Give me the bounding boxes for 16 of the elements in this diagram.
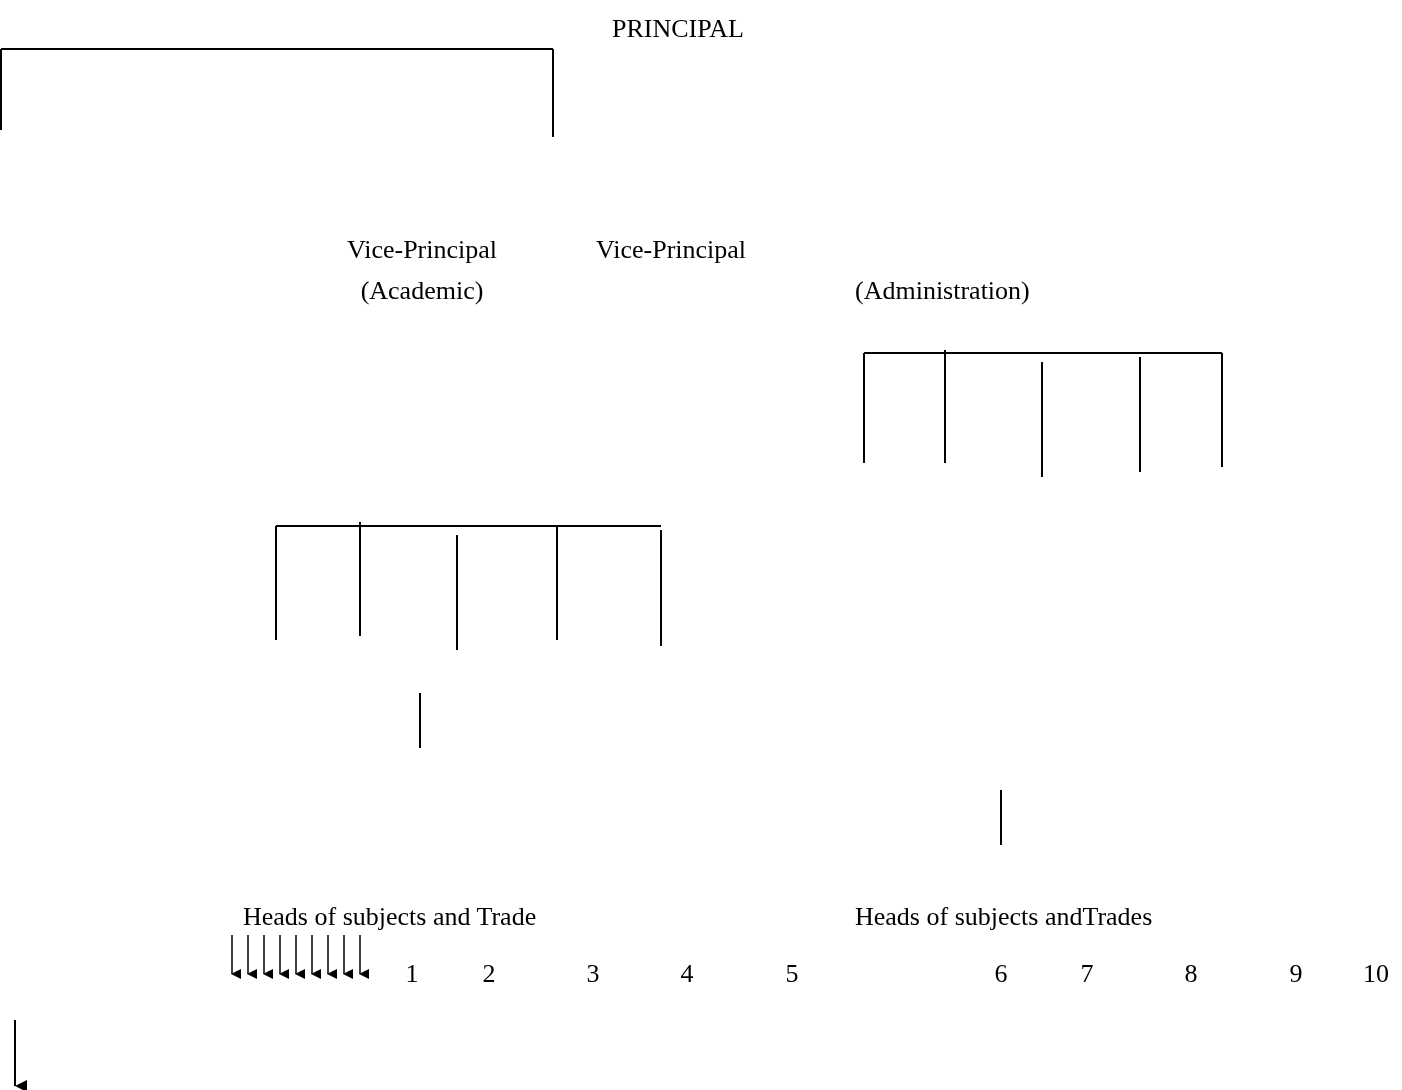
number-label: 7 <box>1080 958 1094 990</box>
number-label: 6 <box>994 958 1008 990</box>
role-label: (Administration) <box>855 275 1030 307</box>
number-label: 8 <box>1184 958 1198 990</box>
number-label: 3 <box>586 958 600 990</box>
role-label: Vice-Principal <box>596 234 747 266</box>
role-label: Vice-Principal (Academic) <box>345 234 498 307</box>
number-label: 2 <box>482 958 496 990</box>
number-label: 5 <box>785 958 799 990</box>
number-label: 4 <box>680 958 694 990</box>
group-label: Heads of subjects and Trade <box>243 901 537 933</box>
number-label: 9 <box>1289 958 1303 990</box>
group-label: Heads of subjects andTrades <box>855 901 1153 933</box>
number-label: 10 <box>1363 958 1389 990</box>
title-label: PRINCIPAL <box>612 13 744 45</box>
number-label: 1 <box>405 958 419 990</box>
